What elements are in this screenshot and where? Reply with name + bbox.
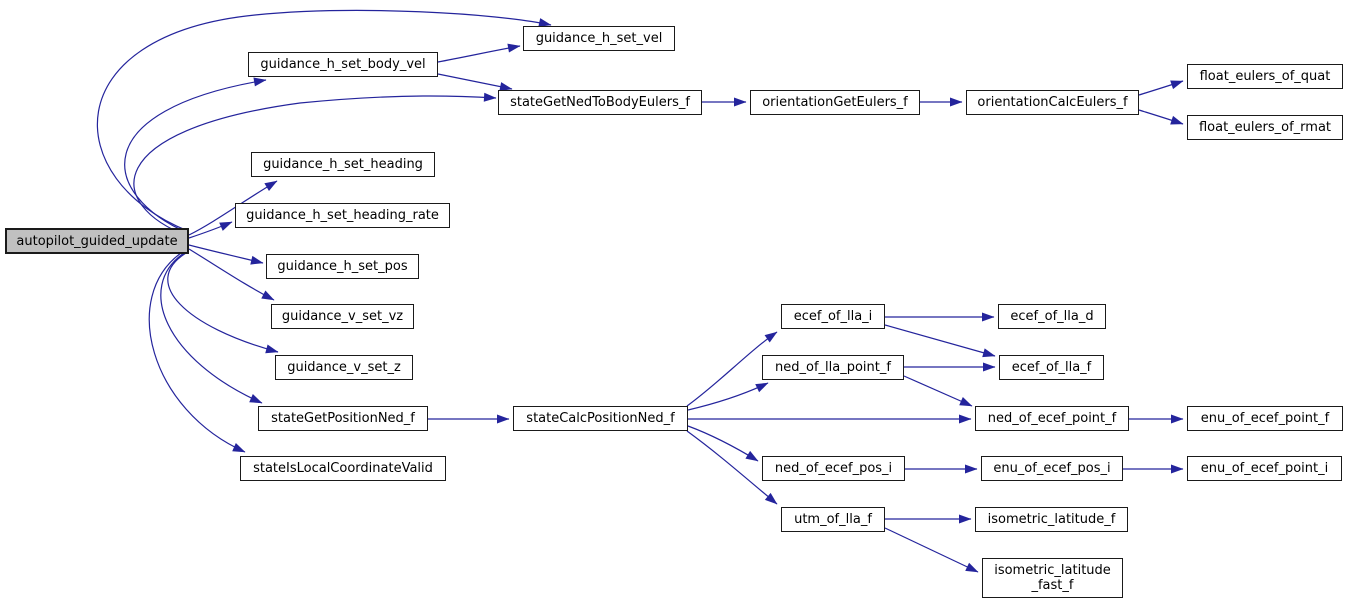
node-orientationGetEulers_f[interactable]: orientationGetEulers_f bbox=[750, 90, 920, 115]
node-guidance_h_set_vel[interactable]: guidance_h_set_vel bbox=[523, 26, 675, 51]
node-label: enu_of_ecef_point_i bbox=[1200, 461, 1329, 476]
node-stateGetNedToBodyEulers_f[interactable]: stateGetNedToBodyEulers_f bbox=[498, 90, 702, 115]
edge-stateCalcPositionNed_f-to-ned_of_ecef_pos_i bbox=[687, 425, 759, 462]
node-ecef_of_lla_f[interactable]: ecef_of_lla_f bbox=[999, 355, 1104, 380]
edge-autopilot_guided_update-to-guidance_v_set_z bbox=[167, 252, 279, 354]
edge-stateCalcPositionNed_f-to-ned_of_lla_point_f bbox=[687, 382, 769, 411]
node-ned_of_lla_point_f[interactable]: ned_of_lla_point_f bbox=[762, 355, 904, 380]
node-ned_of_ecef_point_f[interactable]: ned_of_ecef_point_f bbox=[975, 406, 1129, 431]
node-label: ned_of_ecef_point_f bbox=[987, 411, 1117, 426]
node-guidance_h_set_heading[interactable]: guidance_h_set_heading bbox=[251, 152, 435, 177]
node-label: orientationCalcEulers_f bbox=[977, 95, 1128, 110]
edge-autopilot_guided_update-to-stateGetNedToBodyEulers_f bbox=[133, 92, 497, 237]
node-utm_of_lla_f[interactable]: utm_of_lla_f bbox=[781, 507, 885, 532]
node-stateCalcPositionNed_f[interactable]: stateCalcPositionNed_f bbox=[513, 406, 688, 431]
node-ecef_of_lla_i[interactable]: ecef_of_lla_i bbox=[781, 304, 885, 329]
node-label: enu_of_ecef_pos_i bbox=[993, 461, 1111, 476]
node-label: ned_of_lla_point_f bbox=[775, 360, 891, 375]
node-guidance_v_set_vz[interactable]: guidance_v_set_vz bbox=[271, 304, 414, 329]
edge-orientationCalcEulers_f-to-float_eulers_of_rmat bbox=[1138, 109, 1184, 125]
node-label: float_eulers_of_quat bbox=[1199, 69, 1331, 84]
node-label: utm_of_lla_f bbox=[794, 512, 872, 527]
node-label: orientationGetEulers_f bbox=[762, 95, 908, 110]
edge-orientationCalcEulers_f-to-float_eulers_of_quat bbox=[1138, 80, 1184, 96]
node-label: enu_of_ecef_point_f bbox=[1200, 411, 1330, 426]
node-label: isometric_latitude_f bbox=[987, 512, 1116, 527]
node-label: stateCalcPositionNed_f bbox=[526, 411, 675, 426]
node-label: stateIsLocalCoordinateValid bbox=[253, 461, 433, 476]
node-label: guidance_h_set_body_vel bbox=[260, 57, 426, 72]
node-label: guidance_h_set_pos bbox=[277, 259, 408, 274]
node-label: ned_of_ecef_pos_i bbox=[774, 461, 893, 476]
edge-autopilot_guided_update-to-stateGetPositionNed_f bbox=[160, 252, 263, 404]
node-guidance_h_set_body_vel[interactable]: guidance_h_set_body_vel bbox=[248, 52, 438, 77]
node-stateIsLocalCoordinateValid[interactable]: stateIsLocalCoordinateValid bbox=[240, 456, 446, 481]
edge-ecef_of_lla_i-to-ecef_of_lla_f bbox=[884, 324, 996, 358]
node-label: guidance_h_set_heading bbox=[263, 157, 423, 172]
edge-autopilot_guided_update-to-guidance_h_set_pos bbox=[188, 244, 264, 265]
node-label: stateGetNedToBodyEulers_f bbox=[510, 95, 690, 110]
edge-autopilot_guided_update-to-stateIsLocalCoordinateValid bbox=[148, 252, 246, 453]
edge-guidance_h_set_body_vel-to-guidance_h_set_vel bbox=[437, 43, 521, 63]
node-orientationCalcEulers_f[interactable]: orientationCalcEulers_f bbox=[966, 90, 1139, 115]
node-isometric_latitude_f[interactable]: isometric_latitude_f bbox=[975, 507, 1128, 532]
node-label: guidance_h_set_heading_rate bbox=[246, 208, 439, 223]
node-label: guidance_v_set_z bbox=[287, 360, 401, 375]
node-float_eulers_of_quat[interactable]: float_eulers_of_quat bbox=[1187, 64, 1343, 89]
node-autopilot_guided_update: autopilot_guided_update bbox=[5, 228, 189, 254]
node-label: guidance_v_set_vz bbox=[281, 309, 404, 324]
node-label: ecef_of_lla_i bbox=[793, 309, 873, 324]
edge-autopilot_guided_update-to-guidance_h_set_heading_rate bbox=[188, 221, 233, 239]
node-enu_of_ecef_point_i[interactable]: enu_of_ecef_point_i bbox=[1187, 456, 1342, 481]
edge-guidance_h_set_body_vel-to-stateGetNedToBodyEulers_f bbox=[437, 73, 513, 91]
node-label: autopilot_guided_update bbox=[16, 233, 178, 249]
node-ned_of_ecef_pos_i[interactable]: ned_of_ecef_pos_i bbox=[762, 456, 905, 481]
node-guidance_h_set_heading_rate[interactable]: guidance_h_set_heading_rate bbox=[235, 203, 450, 228]
node-label: isometric_latitude _fast_f bbox=[994, 563, 1111, 593]
node-enu_of_ecef_point_f[interactable]: enu_of_ecef_point_f bbox=[1187, 406, 1343, 431]
node-label: ecef_of_lla_f bbox=[1011, 360, 1092, 375]
edge-utm_of_lla_f-to-isometric_latitude_fast_f bbox=[884, 527, 979, 573]
node-isometric_latitude_fast_f[interactable]: isometric_latitude _fast_f bbox=[982, 558, 1123, 598]
node-guidance_v_set_z[interactable]: guidance_v_set_z bbox=[275, 355, 413, 380]
edge-ned_of_lla_point_f-to-ned_of_ecef_point_f bbox=[903, 375, 973, 407]
edge-stateCalcPositionNed_f-to-utm_of_lla_f bbox=[686, 430, 778, 505]
node-float_eulers_of_rmat[interactable]: float_eulers_of_rmat bbox=[1187, 115, 1343, 140]
node-guidance_h_set_pos[interactable]: guidance_h_set_pos bbox=[266, 254, 419, 279]
edge-autopilot_guided_update-to-guidance_h_set_body_vel bbox=[124, 77, 267, 234]
node-enu_of_ecef_pos_i[interactable]: enu_of_ecef_pos_i bbox=[981, 456, 1123, 481]
node-stateGetPositionNed_f[interactable]: stateGetPositionNed_f bbox=[258, 406, 428, 431]
node-label: ecef_of_lla_d bbox=[1010, 309, 1094, 324]
node-label: float_eulers_of_rmat bbox=[1198, 120, 1332, 135]
node-ecef_of_lla_d[interactable]: ecef_of_lla_d bbox=[998, 304, 1106, 329]
edge-autopilot_guided_update-to-guidance_h_set_heading bbox=[188, 180, 278, 236]
edge-autopilot_guided_update-to-guidance_v_set_vz bbox=[188, 248, 275, 301]
node-label: stateGetPositionNed_f bbox=[271, 411, 415, 426]
node-label: guidance_h_set_vel bbox=[535, 31, 663, 46]
edge-stateCalcPositionNed_f-to-ecef_of_lla_i bbox=[686, 331, 778, 407]
edge-autopilot_guided_update-to-guidance_h_set_vel bbox=[96, 9, 552, 232]
